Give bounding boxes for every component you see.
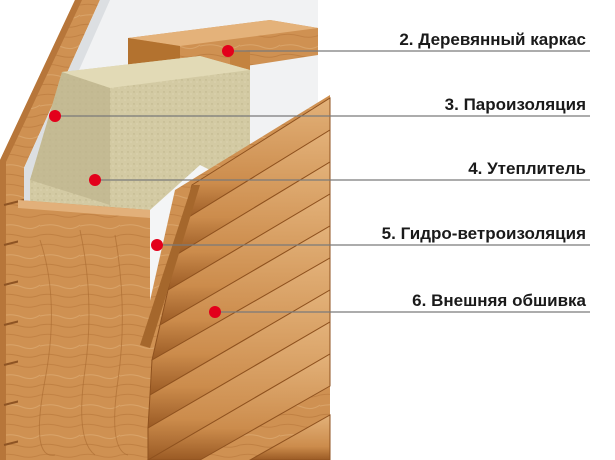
exterior-cladding xyxy=(140,95,331,460)
label-wind-barrier: 5. Гидро-ветроизоляция xyxy=(382,224,586,243)
label-wood-frame: 2. Деревянный каркас xyxy=(399,30,586,49)
marker-dot xyxy=(151,239,163,251)
leader-lines xyxy=(55,50,590,313)
marker-dot xyxy=(89,174,101,186)
marker-dot xyxy=(222,45,234,57)
label-insulation: 4. Утеплитель xyxy=(468,159,586,178)
marker-dot xyxy=(49,110,61,122)
marker-dot xyxy=(209,306,221,318)
label-exterior-cladding: 6. Внешняя обшивка xyxy=(412,291,586,310)
label-vapor-barrier: 3. Пароизоляция xyxy=(445,95,586,114)
markers xyxy=(49,45,234,318)
frame-post-front xyxy=(18,200,150,460)
